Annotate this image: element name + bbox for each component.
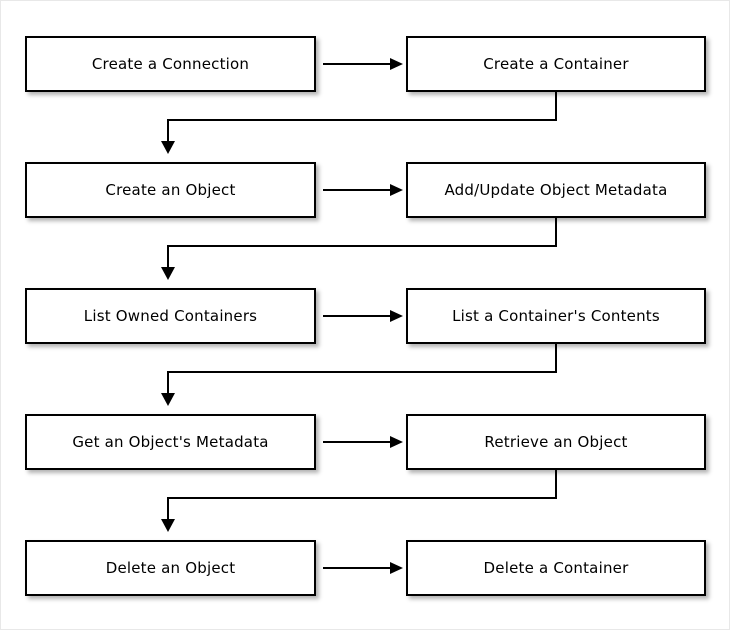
flow-node-get-an-objects-metadata[interactable]: Get an Object's Metadata: [25, 414, 316, 470]
connector-vertical-right: [555, 218, 557, 246]
flow-node-label: Create a Connection: [91, 54, 250, 73]
arrow-right-row-3: [323, 310, 403, 322]
flow-node-label: Create a Container: [483, 54, 629, 73]
connector-vertical-left: [167, 371, 169, 396]
arrow-right-row-1: [323, 58, 403, 70]
connector-horizontal-run: [167, 371, 557, 373]
connector-horizontal-run: [167, 497, 557, 499]
flow-node-delete-an-object[interactable]: Delete an Object: [25, 540, 316, 596]
elbow-connector-row-2-to-row-3: [1, 218, 729, 288]
arrowhead-right-icon: [390, 562, 403, 574]
flow-node-delete-a-container[interactable]: Delete a Container: [406, 540, 706, 596]
arrow-right-row-4: [323, 436, 403, 448]
elbow-connector-row-3-to-row-4: [1, 344, 729, 414]
arrowhead-right-icon: [390, 310, 403, 322]
flow-node-label: Add/Update Object Metadata: [444, 180, 668, 199]
flow-node-add-update-object-metadata[interactable]: Add/Update Object Metadata: [406, 162, 706, 218]
arrowhead-right-icon: [390, 58, 403, 70]
arrowhead-down-icon: [161, 141, 175, 154]
connector-vertical-left: [167, 245, 169, 270]
flow-node-label: Create an Object: [105, 180, 236, 199]
flow-node-retrieve-an-object[interactable]: Retrieve an Object: [406, 414, 706, 470]
connector-vertical-left: [167, 119, 169, 144]
flow-node-label: Get an Object's Metadata: [72, 432, 269, 451]
flow-node-label: List Owned Containers: [83, 306, 258, 325]
connector-vertical-right: [555, 344, 557, 372]
connector-horizontal-run: [167, 119, 557, 121]
arrowhead-right-icon: [390, 184, 403, 196]
flow-node-label: List a Container's Contents: [452, 306, 660, 325]
flow-node-label: Delete a Container: [483, 558, 629, 577]
arrow-shaft: [323, 567, 391, 569]
elbow-connector-row-1-to-row-2: [1, 92, 729, 162]
arrow-shaft: [323, 63, 391, 65]
flow-node-label: Delete an Object: [105, 558, 236, 577]
arrowhead-right-icon: [390, 436, 403, 448]
flow-node-create-a-container[interactable]: Create a Container: [406, 36, 706, 92]
arrow-shaft: [323, 315, 391, 317]
elbow-connector-row-4-to-row-5: [1, 470, 729, 540]
arrow-shaft: [323, 441, 391, 443]
arrowhead-down-icon: [161, 267, 175, 280]
arrowhead-down-icon: [161, 519, 175, 532]
flow-node-label: Retrieve an Object: [484, 432, 628, 451]
flow-node-list-a-containers-contents[interactable]: List a Container's Contents: [406, 288, 706, 344]
connector-horizontal-run: [167, 245, 557, 247]
connector-vertical-right: [555, 470, 557, 498]
connector-vertical-left: [167, 497, 169, 522]
arrow-shaft: [323, 189, 391, 191]
flow-node-create-a-connection[interactable]: Create a Connection: [25, 36, 316, 92]
flow-node-create-an-object[interactable]: Create an Object: [25, 162, 316, 218]
arrow-right-row-5: [323, 562, 403, 574]
flow-node-list-owned-containers[interactable]: List Owned Containers: [25, 288, 316, 344]
connector-vertical-right: [555, 92, 557, 120]
arrow-right-row-2: [323, 184, 403, 196]
arrowhead-down-icon: [161, 393, 175, 406]
